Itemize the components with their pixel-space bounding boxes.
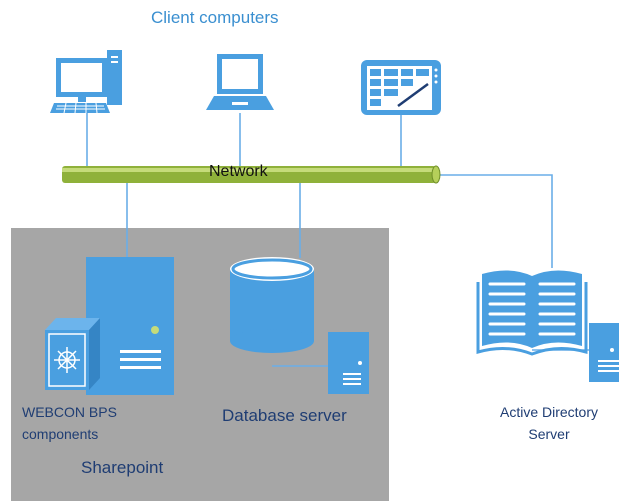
open-book-icon [476,270,588,356]
active-directory-label: Active Directory Server [499,404,599,442]
tablet-icon [361,60,441,115]
network-bus [62,165,441,184]
database-server-icon [328,332,369,394]
desktop-computer-icon [50,50,122,114]
database-server-label: Database server [222,406,347,425]
sharepoint-label: Sharepoint [81,458,164,477]
client-computers-title: Client computers [151,8,279,27]
database-icon [230,257,314,353]
webcon-server-icon [86,257,174,395]
network-label: Network [209,163,268,180]
webcon-component-icon [45,318,100,390]
webcon-components-label: WEBCON BPS components [22,404,117,442]
laptop-icon [206,54,274,110]
ad-server-icon [589,323,619,382]
